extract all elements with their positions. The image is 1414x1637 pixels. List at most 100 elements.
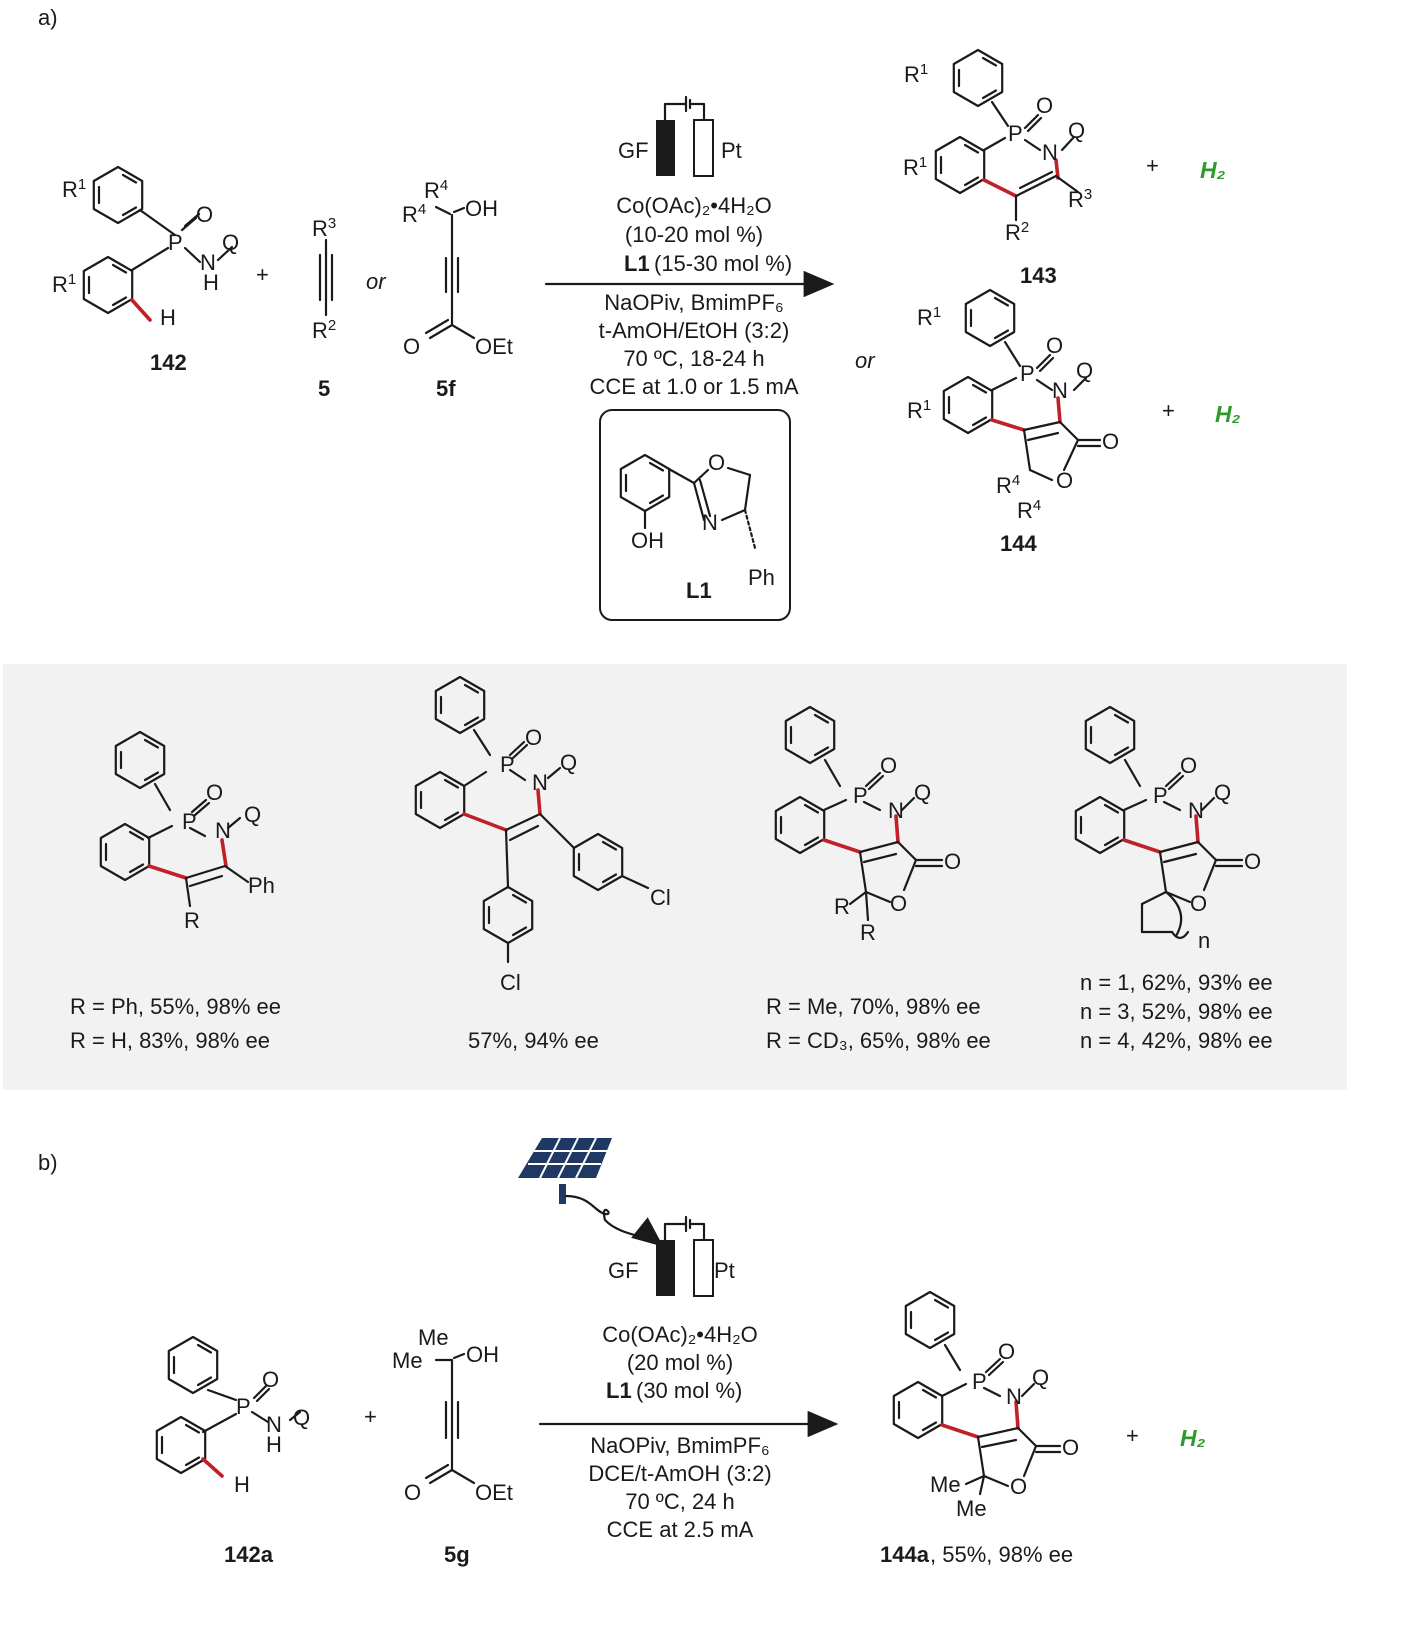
current-b: CCE at 2.5 mA bbox=[607, 1517, 754, 1542]
svg-text:P: P bbox=[853, 783, 868, 808]
electrode-pt-label-b: Pt bbox=[714, 1258, 735, 1283]
svg-text:+: + bbox=[1146, 153, 1159, 178]
svg-text:R: R bbox=[834, 894, 850, 919]
current: CCE at 1.0 or 1.5 mA bbox=[589, 374, 798, 399]
svg-text:+: + bbox=[364, 1404, 377, 1429]
svg-text:R4: R4 bbox=[1017, 497, 1041, 523]
svg-text:Q: Q bbox=[1032, 1365, 1049, 1390]
scope-3-line-2: R = CD₃, 65%, 98% ee bbox=[766, 1028, 991, 1053]
substrate-142-structure bbox=[82, 165, 234, 322]
scope-4-line-2: n = 3, 52%, 98% ee bbox=[1080, 999, 1273, 1024]
catalyst-text-b: Co(OAc)₂•4H₂O bbox=[602, 1322, 758, 1347]
svg-text:H: H bbox=[203, 270, 219, 295]
svg-text:N: N bbox=[266, 1412, 282, 1437]
compound-5g-label: 5g bbox=[444, 1542, 470, 1567]
electrode-pt-label: Pt bbox=[721, 138, 742, 163]
svg-text:O: O bbox=[1062, 1435, 1079, 1460]
alkynol-5f-structure bbox=[424, 205, 476, 340]
svg-text:Q: Q bbox=[1068, 118, 1085, 143]
ligand-box bbox=[599, 409, 791, 621]
compound-5-label: 5 bbox=[318, 376, 330, 401]
svg-text:OEt: OEt bbox=[475, 1480, 513, 1505]
svg-text:R3: R3 bbox=[312, 215, 336, 241]
svg-text:+: + bbox=[1126, 1423, 1139, 1448]
product-144-structure bbox=[942, 288, 1102, 482]
temp-time-b: 70 ºC, 24 h bbox=[625, 1489, 735, 1514]
svg-text:OH: OH bbox=[465, 196, 498, 221]
electrode-gf-label-b: GF bbox=[608, 1258, 639, 1283]
svg-text:P: P bbox=[168, 230, 183, 255]
solar-panel-icon bbox=[518, 1137, 612, 1204]
svg-text:R4: R4 bbox=[402, 201, 426, 227]
svg-text:N: N bbox=[215, 818, 231, 843]
svg-text:R1: R1 bbox=[907, 397, 931, 423]
panel-b-label: b) bbox=[38, 1150, 58, 1175]
svg-text:O: O bbox=[404, 1480, 421, 1505]
svg-text:O: O bbox=[1244, 849, 1261, 874]
scope-item-4-structure bbox=[1074, 705, 1244, 940]
svg-text:Ph: Ph bbox=[248, 873, 275, 898]
svg-text:H: H bbox=[160, 305, 176, 330]
svg-text:H: H bbox=[266, 1432, 282, 1457]
scope-4-line-1: n = 1, 62%, 93% ee bbox=[1080, 970, 1273, 995]
compound-142-label: 142 bbox=[150, 350, 187, 375]
svg-text:N: N bbox=[888, 798, 904, 823]
svg-text:O: O bbox=[403, 334, 420, 359]
svg-text:Q: Q bbox=[1076, 358, 1093, 383]
svg-text:R4: R4 bbox=[424, 177, 448, 203]
compound-5f-label: 5f bbox=[436, 376, 456, 401]
product-yield: , 55%, 98% ee bbox=[930, 1542, 1073, 1567]
svg-text:P: P bbox=[236, 1394, 251, 1419]
scope-1-line-2: R = H, 83%, 98% ee bbox=[70, 1028, 270, 1053]
svg-text:N: N bbox=[532, 770, 548, 795]
svg-text:R: R bbox=[184, 908, 200, 933]
svg-text:O: O bbox=[1102, 429, 1119, 454]
compound-142a-label: 142a bbox=[224, 1542, 274, 1567]
ligand-l1-structure bbox=[619, 453, 757, 550]
compound-144-label: 144 bbox=[1000, 531, 1037, 556]
ligand-loading: (15-30 mol %) bbox=[654, 251, 792, 276]
scope-1-line-1: R = Ph, 55%, 98% ee bbox=[70, 994, 281, 1019]
substrate-142a-structure bbox=[155, 1335, 302, 1478]
svg-text:P: P bbox=[1008, 121, 1023, 146]
ligand-box-label: L1 bbox=[686, 578, 712, 603]
svg-text:Q: Q bbox=[560, 750, 577, 775]
svg-text:Me: Me bbox=[418, 1325, 449, 1350]
temp-time: 70 ºC, 18-24 h bbox=[623, 346, 764, 371]
solvent: t-AmOH/EtOH (3:2) bbox=[599, 318, 790, 343]
svg-text:N: N bbox=[1042, 140, 1058, 165]
svg-text:O: O bbox=[1036, 93, 1053, 118]
svg-text:Q: Q bbox=[293, 1405, 310, 1430]
h2-label-1: H₂ bbox=[1200, 157, 1226, 183]
plus-sign: + bbox=[256, 262, 269, 287]
svg-text:P: P bbox=[972, 1369, 987, 1394]
svg-text:O: O bbox=[1056, 468, 1073, 493]
svg-text:Cl: Cl bbox=[650, 885, 671, 910]
svg-text:OEt: OEt bbox=[475, 334, 513, 359]
svg-text:R2: R2 bbox=[1005, 219, 1029, 245]
ligand-loading-b: (30 mol %) bbox=[636, 1378, 742, 1403]
svg-text:Cl: Cl bbox=[500, 970, 521, 995]
ligand-name: L1 bbox=[624, 251, 650, 276]
svg-text:R1: R1 bbox=[52, 271, 76, 297]
scope-item-3-structure bbox=[774, 705, 944, 922]
catalyst-loading: (10-20 mol %) bbox=[625, 222, 763, 247]
base-additive: NaOPiv, BmimPF₆ bbox=[604, 290, 784, 315]
svg-text:Me: Me bbox=[956, 1496, 987, 1521]
svg-text:R1: R1 bbox=[62, 176, 86, 202]
or-text-1: or bbox=[366, 269, 387, 294]
svg-text:P: P bbox=[1153, 783, 1168, 808]
wire-arrow bbox=[564, 1194, 664, 1247]
or-text-2: or bbox=[855, 348, 876, 373]
svg-text:O: O bbox=[708, 450, 725, 475]
svg-text:Me: Me bbox=[392, 1348, 423, 1373]
catalyst-text: Co(OAc)₂•4H₂O bbox=[616, 193, 772, 218]
scope-3-line-1: R = Me, 70%, 98% ee bbox=[766, 994, 981, 1019]
svg-text:R: R bbox=[860, 920, 876, 945]
panel-a-label: a) bbox=[38, 5, 58, 30]
alkyne-5-structure bbox=[318, 238, 334, 317]
svg-text:R1: R1 bbox=[903, 154, 927, 180]
svg-text:Me: Me bbox=[930, 1472, 961, 1497]
solvent-b: DCE/t-AmOH (3:2) bbox=[588, 1461, 771, 1486]
